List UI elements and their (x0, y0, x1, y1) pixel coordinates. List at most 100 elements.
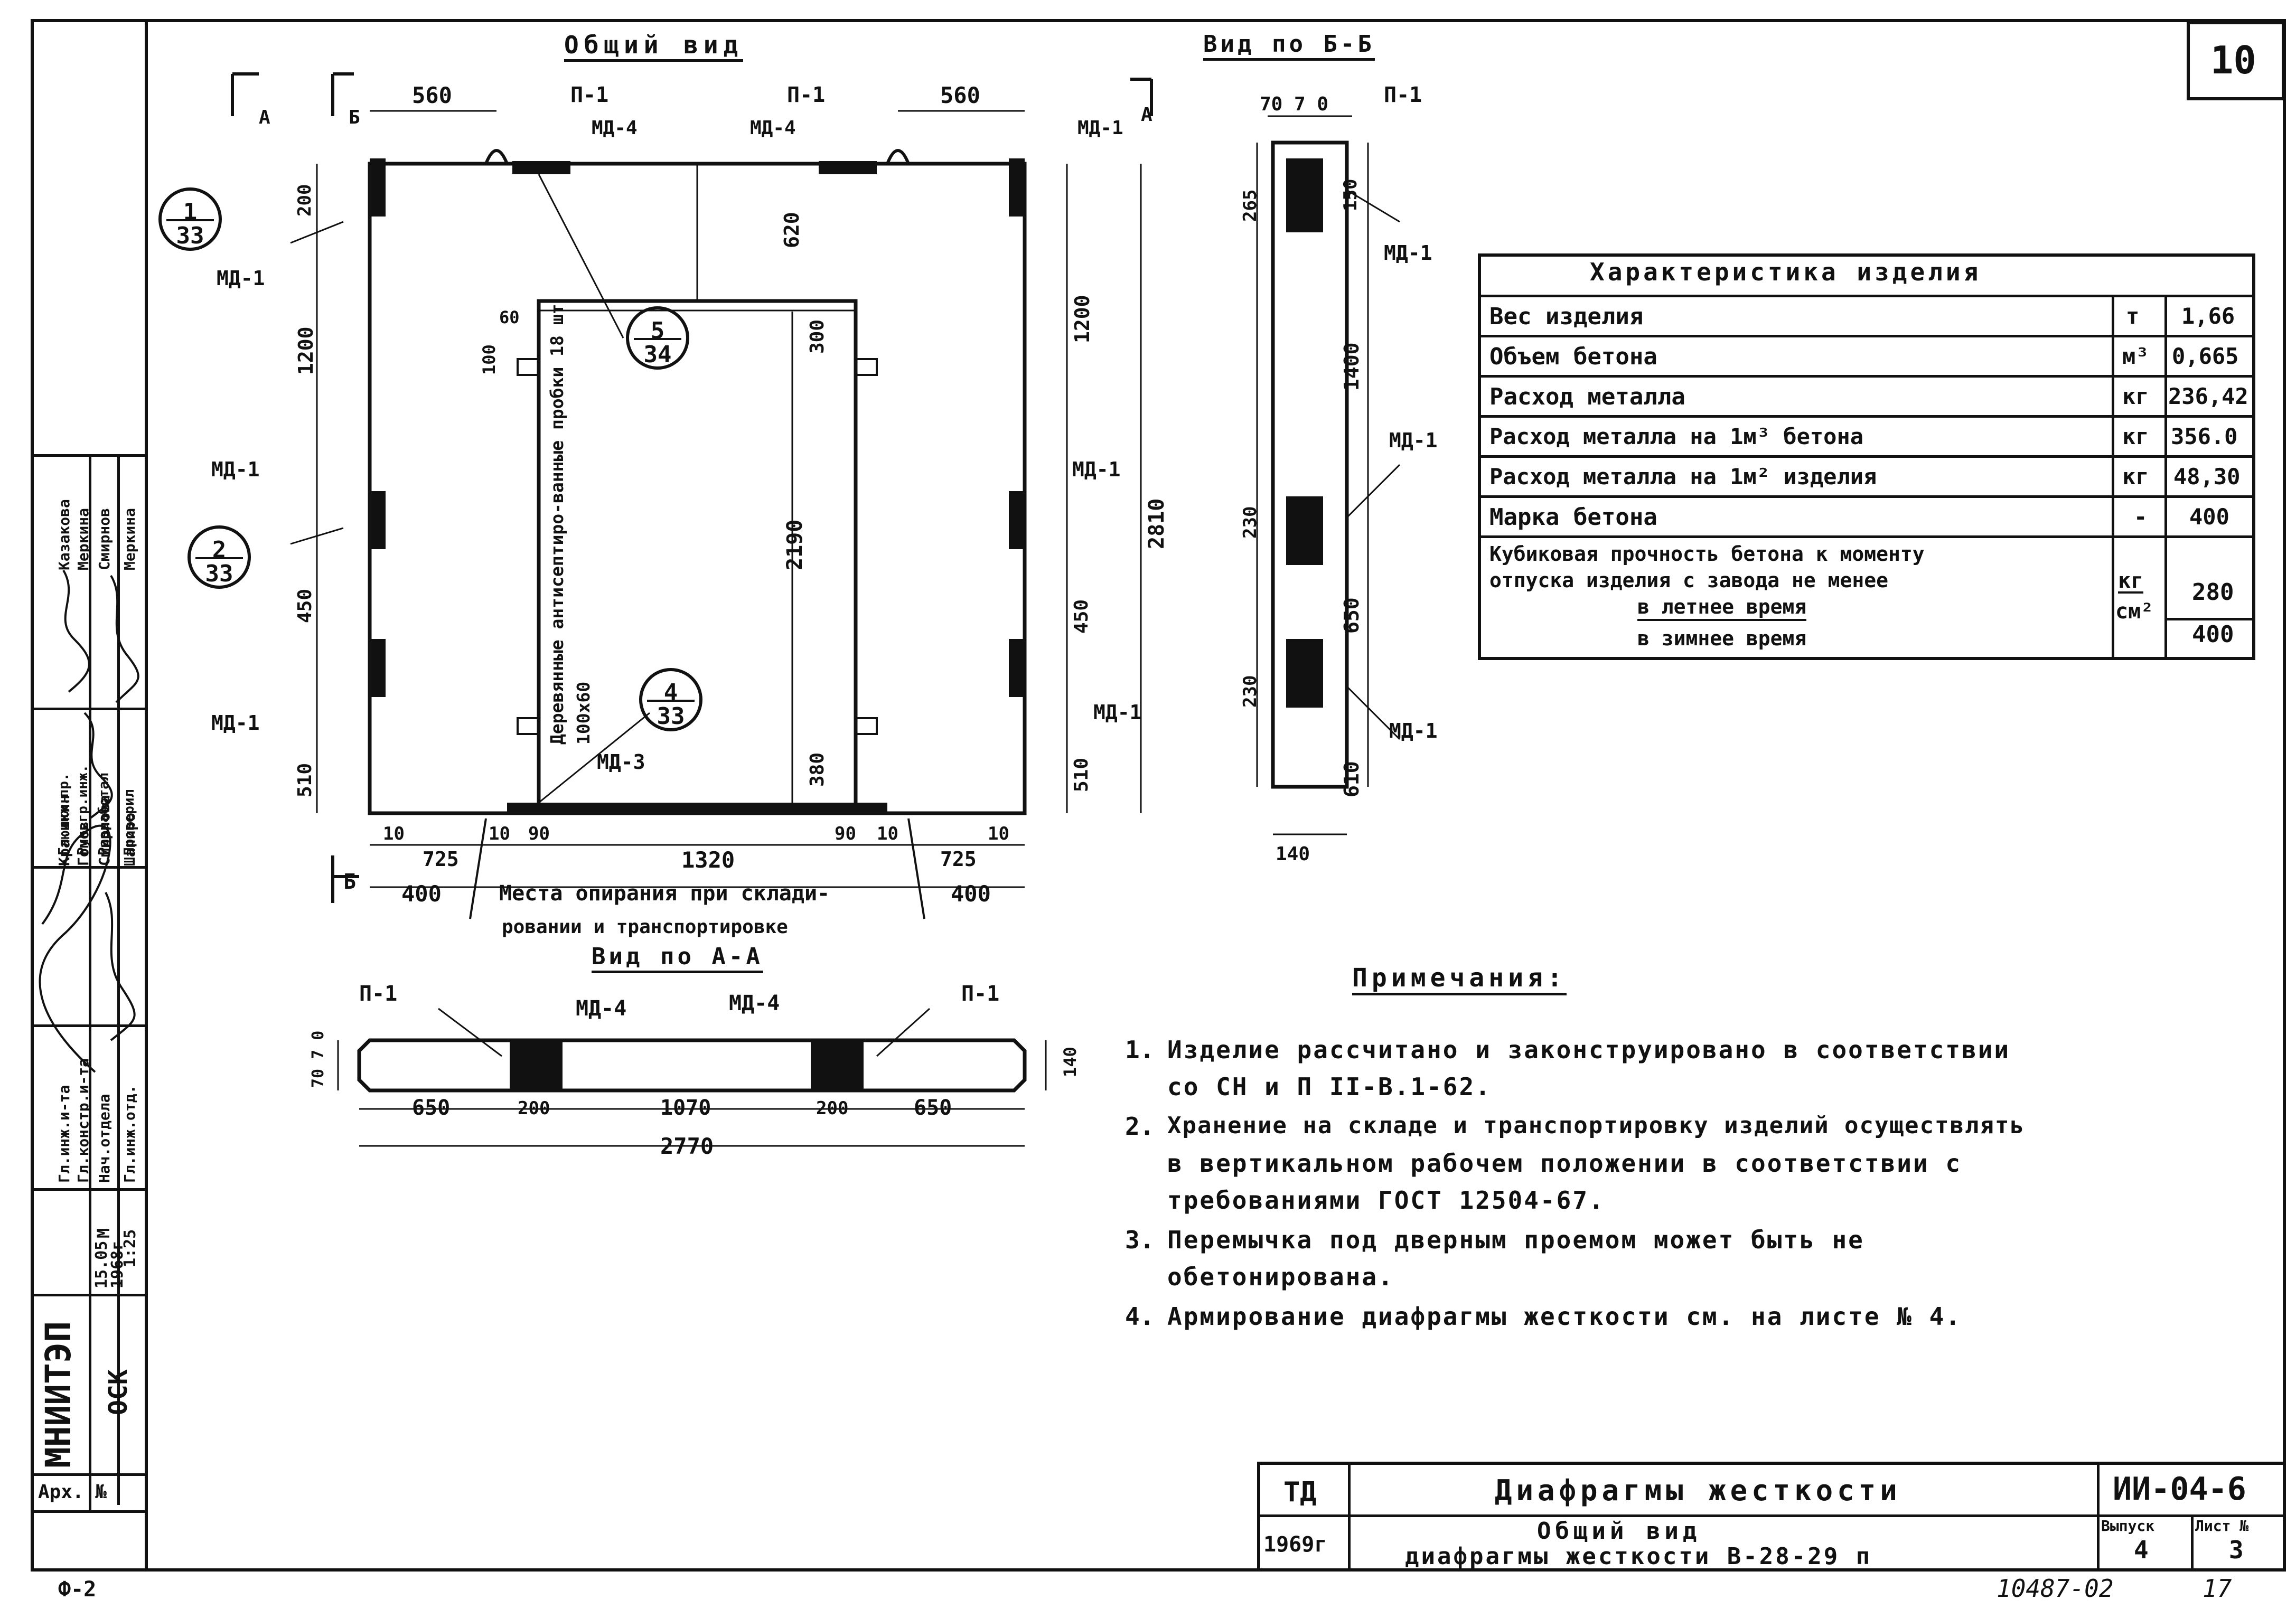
dim-90-l: 90 (528, 823, 550, 844)
label-md1-left-3: МД-1 (211, 711, 260, 735)
char-col (2112, 295, 2114, 660)
char-val-2: 0,665 (2172, 343, 2239, 369)
side-stamp (31, 19, 148, 1572)
note-3-line-2: обетонирована. (1167, 1263, 1394, 1291)
bb-label-md1-2: МД-1 (1389, 429, 1438, 452)
label-p1-left: П-1 (570, 83, 609, 107)
tb-title-1: Диафрагмы жесткости (1495, 1474, 1901, 1507)
strength-line-1: Кубиковая прочность бетона к моменту (1489, 542, 1925, 566)
bottom-doc-number: 10487-02 (1997, 1574, 2114, 1603)
aa-dim-650-right: 650 (914, 1096, 952, 1120)
char-name-4: Расход металла на 1м³ бетона (1489, 424, 1864, 449)
char-name-3: Расход металла (1489, 383, 1685, 410)
note-2-line-1: Хранение на складе и транспортировку изд… (1167, 1112, 2025, 1139)
char-val-5: 48,30 (2173, 464, 2241, 490)
bb-dim-230-2: 230 (1240, 675, 1261, 708)
char-val-1: 1,66 (2181, 303, 2235, 329)
tb-rule (1257, 1514, 2286, 1517)
aa-label-p1-left: П-1 (359, 982, 398, 1006)
char-unit-5: кг (2122, 464, 2149, 490)
note-2-line-3: требованиями ГОСТ 12504-67. (1167, 1186, 1605, 1215)
general-view-title: Общий вид (564, 33, 744, 62)
general-view-drawing (231, 72, 1153, 919)
char-name-6: Марка бетона (1489, 504, 1657, 531)
strength-unit-top: кг (2118, 569, 2144, 594)
aa-label-md4-left: МД-4 (576, 996, 627, 1021)
tb-issue-label: Выпуск (2101, 1517, 2155, 1535)
bb-dim-1400: 1400 (1340, 342, 1363, 391)
support-note-1: Места опирания при склади- (499, 881, 830, 906)
char-unit-2: м³ (2122, 343, 2149, 369)
strength-line-3: в летнее время (1637, 597, 1807, 621)
view-bb-title: Вид по Б-Б (1203, 33, 1375, 61)
tb-title-3: диафрагмы жесткости В-28-29 п (1405, 1543, 1872, 1570)
dim-200-left: 200 (294, 184, 315, 217)
char-val-4: 356.0 (2171, 424, 2238, 449)
callout-top: 2 (212, 537, 227, 564)
dim-560-left: 560 (412, 82, 452, 108)
callout-bottom: 33 (657, 703, 685, 730)
plugs-note: Деревянные антисептиро-ванные пробки 18 … (547, 304, 594, 745)
dim-510-right: 510 (1071, 757, 1092, 792)
char-title: Характеристика изделия (1590, 258, 1982, 286)
char-rule (1478, 375, 2255, 378)
label-md3: МД-3 (597, 750, 645, 774)
dim-510-left: 510 (294, 763, 316, 797)
label-md1-left-1: МД-1 (217, 267, 265, 290)
char-rule (1478, 335, 2255, 337)
bb-dim-140: 140 (1276, 843, 1310, 865)
char-name-5: Расход металла на 1м² изделия (1489, 464, 1877, 490)
dim-450-left: 450 (294, 588, 316, 623)
strength-winter: 400 (2192, 621, 2234, 648)
aa-dim-140: 140 (1060, 1047, 1080, 1077)
label-md1-right-3: МД-1 (1093, 701, 1142, 724)
bb-label-p1: П-1 (1384, 83, 1422, 107)
dim-90-r: 90 (835, 823, 856, 844)
scale-value: 1:25 (121, 1229, 139, 1267)
note-4-line-1: Армирование диафрагмы жесткости см. на л… (1167, 1302, 1962, 1331)
callout-bottom: 33 (205, 560, 233, 588)
note-1-line-1: Изделие рассчитано и законструировано в … (1167, 1036, 2011, 1064)
scale-m: М (93, 1228, 114, 1238)
note-1-num: 1. (1125, 1036, 1155, 1064)
side-stamp-divider (117, 454, 120, 1505)
label-md1-right-2: МД-1 (1072, 458, 1121, 481)
label-md4-left: МД-4 (592, 117, 638, 139)
dim-2190: 2190 (783, 519, 807, 570)
callout-divider (166, 219, 214, 221)
sheet-number: 10 (2210, 38, 2256, 82)
dim-620: 620 (780, 212, 803, 248)
note-3-line-1: Перемычка под дверным проемом может быть… (1167, 1226, 1864, 1254)
dim-10-r2: 10 (877, 823, 898, 844)
support-note-2: ровании и транспортировке (502, 916, 788, 938)
tb-td: ТД (1283, 1476, 1317, 1508)
sheet-number-box (2187, 21, 2285, 100)
callout-bottom: 33 (176, 222, 204, 250)
char-rule (1478, 455, 2255, 458)
callout-top: 4 (663, 679, 678, 707)
strength-line-4: в зимнее время (1637, 627, 1807, 650)
strength-summer: 280 (2192, 579, 2234, 606)
dim-1320: 1320 (681, 847, 735, 873)
dim-10-br: 10 (988, 823, 1009, 844)
dim-725-left: 725 (423, 848, 459, 871)
callout-divider (633, 338, 682, 340)
char-rule (2164, 618, 2255, 620)
tb-col (2191, 1514, 2194, 1572)
char-rule (1478, 415, 2255, 418)
dim-1200-left: 1200 (294, 326, 317, 375)
char-name-1: Вес изделия (1489, 303, 1644, 330)
bb-dim-650: 650 (1340, 597, 1363, 634)
section-b-bottom: Б (343, 870, 357, 894)
aa-dim-707-left: 70 7 0 (309, 1030, 327, 1088)
dim-100: 100 (479, 344, 499, 375)
char-val-3: 236,42 (2168, 383, 2248, 409)
bb-dim-265: 265 (1240, 189, 1261, 222)
dim-60: 60 (499, 307, 520, 327)
section-a-left: А (259, 107, 270, 128)
tb-year: 1969г (1263, 1532, 1327, 1557)
callout-top: 1 (183, 199, 198, 226)
